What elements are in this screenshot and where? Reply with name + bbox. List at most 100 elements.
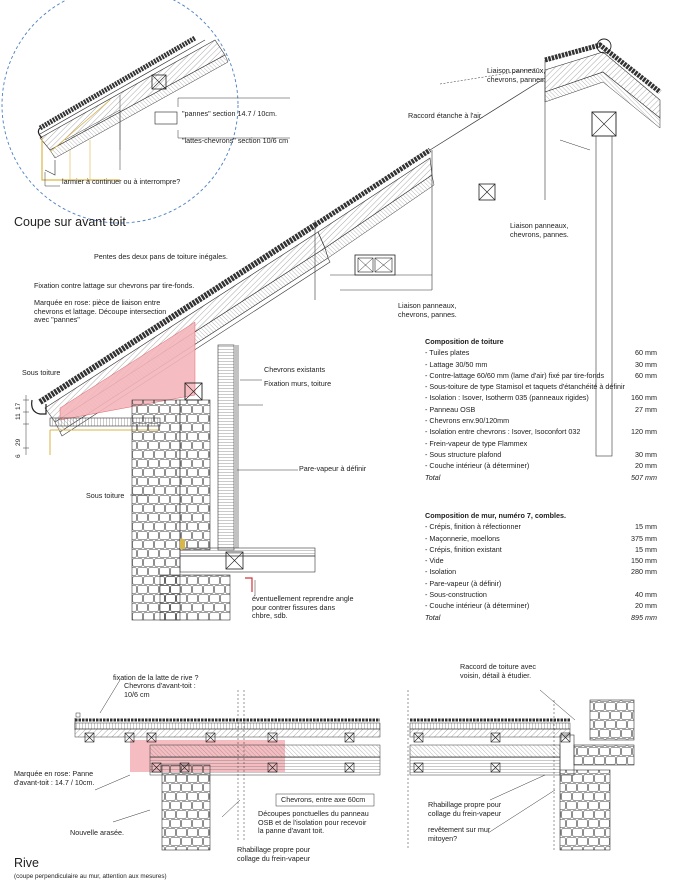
title-rive: Rive xyxy=(14,856,40,870)
label-liaison-top: Liaison panneaux, chevrons, pannes. xyxy=(487,66,546,84)
toiture-total-value: 507 mm xyxy=(631,472,657,482)
label-fixation-latte-rive: fixation de la latte de rive ? xyxy=(113,673,199,682)
toiture-row-label: - Isolation entre chevrons : Isover, Iso… xyxy=(425,427,581,437)
dim-29: 29 xyxy=(15,438,22,446)
title-eave-section: Coupe sur avant toit xyxy=(14,215,126,229)
mur-row-value: 40 mm xyxy=(635,590,657,600)
toiture-row-value: 120 mm xyxy=(631,427,657,437)
mur-row-value: 375 mm xyxy=(631,533,657,543)
mur-row-label: - Isolation xyxy=(425,567,457,577)
toiture-row: - Sous structure plafond 30 mm xyxy=(425,449,657,460)
dim-11: 11 xyxy=(15,413,22,420)
label-lattes-chevrons: "lattes-chevrons" section 10/6 cm xyxy=(182,136,289,145)
label-liaison-low: Liaison panneaux, chevrons, pannes. xyxy=(398,301,457,319)
label-decoupes: Découpes ponctuelles du panneau OSB et d… xyxy=(258,809,369,836)
mur-row-label: - Vide xyxy=(425,556,444,566)
label-revetement: revêtement sur mur mitoyen? xyxy=(428,825,491,843)
mur-row-value: 150 mm xyxy=(631,556,657,566)
toiture-row-value: 30 mm xyxy=(635,359,657,369)
label-raccord-etanche: Raccord étanche à l'air. xyxy=(408,111,483,120)
table-composition-mur: Composition de mur, numéro 7, combles. -… xyxy=(425,510,657,623)
mur-row-label: - Pare-vapeur (à définir) xyxy=(425,578,502,588)
label-chevrons-entre-axe: Chevrons, entre axe 60cm xyxy=(281,795,366,804)
toiture-row-label: - Panneau OSB xyxy=(425,404,476,414)
label-sous-toiture-2: Sous toiture xyxy=(86,491,125,500)
toiture-total-label: Total xyxy=(425,472,441,482)
mur-row: - Vide 150 mm xyxy=(425,555,657,566)
rive-section xyxy=(74,679,635,851)
mur-row: - Couche intérieur (à déterminer) 20 mm xyxy=(425,600,657,611)
toiture-row-label: - Frein-vapeur de type Flammex xyxy=(425,438,528,448)
toiture-row: - Isolation : Isover, Isotherm 035 (pann… xyxy=(425,392,657,403)
label-chevrons-avant-toit: Chevrons d'avant-toit : 10/6 cm xyxy=(124,681,196,699)
toiture-row-value: 30 mm xyxy=(635,449,657,459)
toiture-row-label: - Chevrons env.90/120mm xyxy=(425,416,510,426)
label-nouvelle-arasee: Nouvelle arasée. xyxy=(70,828,124,837)
toiture-row: - Chevrons env.90/120mm xyxy=(425,415,657,426)
label-rhabillage-1: Rhabillage propre pour collage du frein-… xyxy=(237,845,311,863)
label-chevrons-existants: Chevrons existants xyxy=(264,365,326,374)
table-mur-total: Total 895 mm xyxy=(425,612,657,623)
mur-row-value: 15 mm xyxy=(635,544,657,554)
label-marquee-rose: Marquée en rose: pièce de liaison entre … xyxy=(34,298,167,325)
label-eventuellement: éventuellement reprendre angle pour cont… xyxy=(252,594,354,621)
toiture-row-value: 60 mm xyxy=(635,370,657,380)
toiture-row: - Isolation entre chevrons : Isover, Iso… xyxy=(425,426,657,437)
toiture-row: - Frein-vapeur de type Flammex xyxy=(425,438,657,449)
table-toiture-total: Total 507 mm xyxy=(425,472,657,483)
table-mur-title: Composition de mur, numéro 7, combles. xyxy=(425,511,566,520)
toiture-row: - Sous-toiture de type Stamisol et taque… xyxy=(425,381,657,392)
mur-row: - Crépis, finition à réfectionner 15 mm xyxy=(425,521,657,532)
mur-total-label: Total xyxy=(425,612,441,622)
rive-note: (coupe perpendiculaire au mur, attention… xyxy=(14,873,167,880)
masonry-wall xyxy=(130,344,316,621)
label-sous-toiture-1: Sous toiture xyxy=(22,368,61,377)
toiture-row-value: 160 mm xyxy=(631,393,657,403)
toiture-row: - Contre-lattage 60/60 mm (lame d'air) f… xyxy=(425,370,657,381)
eave-detail-circle xyxy=(1,0,290,224)
mur-row: - Pare-vapeur (à définir) xyxy=(425,578,657,589)
label-liaison-mid: Liaison panneaux, chevrons, pannes. xyxy=(510,221,569,239)
toiture-row-value: 20 mm xyxy=(635,461,657,471)
mur-row-value: 20 mm xyxy=(635,601,657,611)
dim-17: 17 xyxy=(15,402,22,410)
table-toiture-rows: - Tuiles plates 60 mm - Lattage 30/50 mm 30… xyxy=(425,347,657,471)
dim-6: 6 xyxy=(15,454,22,458)
mur-row-label: - Maçonnerie, moellons xyxy=(425,533,500,543)
mur-row: - Isolation 280 mm xyxy=(425,566,657,577)
mur-row-label: - Couche intérieur (à déterminer) xyxy=(425,601,530,611)
mur-row: - Maçonnerie, moellons 375 mm xyxy=(425,533,657,544)
mur-row: - Crépis, finition existant 15 mm xyxy=(425,544,657,555)
label-larmier: larmier à continuer ou à interrompre? xyxy=(62,177,181,186)
toiture-row-label: - Lattage 30/50 mm xyxy=(425,359,488,369)
toiture-row-label: - Contre-lattage 60/60 mm (lame d'air) f… xyxy=(425,370,605,380)
label-rhabillage-2: Rhabillage propre pour collage du frein-… xyxy=(428,800,502,818)
toiture-row-label: - Tuiles plates xyxy=(425,348,470,358)
label-fixation-lattage: Fixation contre lattage sur chevrons par… xyxy=(34,281,195,290)
label-pannes-section: "pannes" section 14.7 / 10cm. xyxy=(182,109,278,118)
toiture-row-label: - Isolation : Isover, Isotherm 035 (pann… xyxy=(425,393,589,403)
toiture-row: - Couche intérieur (à déterminer) 20 mm xyxy=(425,460,657,471)
table-toiture-title: Composition de toiture xyxy=(425,337,504,346)
mur-row-value: 280 mm xyxy=(631,567,657,577)
toiture-row: - Tuiles plates 60 mm xyxy=(425,347,657,358)
mur-row-value: 15 mm xyxy=(635,522,657,532)
label-marquee-panne: Marquée en rose: Panne d'avant-toit : 14… xyxy=(14,769,95,787)
toiture-row-label: - Sous structure plafond xyxy=(425,449,502,459)
label-fixation-murs: Fixation murs, toiture xyxy=(264,379,332,388)
table-composition-toiture: Composition de toiture - Tuiles plates 60… xyxy=(425,336,657,483)
mur-row-label: - Crépis, finition à réfectionner xyxy=(425,522,521,532)
mur-total-value: 895 mm xyxy=(631,612,657,622)
toiture-row-label: - Sous-toiture de type Stamisol et taque… xyxy=(425,382,625,392)
main-roof-section xyxy=(23,38,662,457)
label-pentes: Pentes des deux pans de toiture inégales… xyxy=(94,252,228,261)
mur-row-label: - Sous-construction xyxy=(425,590,487,600)
mur-row: - Sous-construction 40 mm xyxy=(425,589,657,600)
toiture-row-value: 60 mm xyxy=(635,348,657,358)
label-pare-vapeur: Pare-vapeur à définir xyxy=(299,464,367,473)
mur-row-label: - Crépis, finition existant xyxy=(425,544,502,554)
toiture-row-label: - Couche intérieur (à déterminer) xyxy=(425,461,530,471)
